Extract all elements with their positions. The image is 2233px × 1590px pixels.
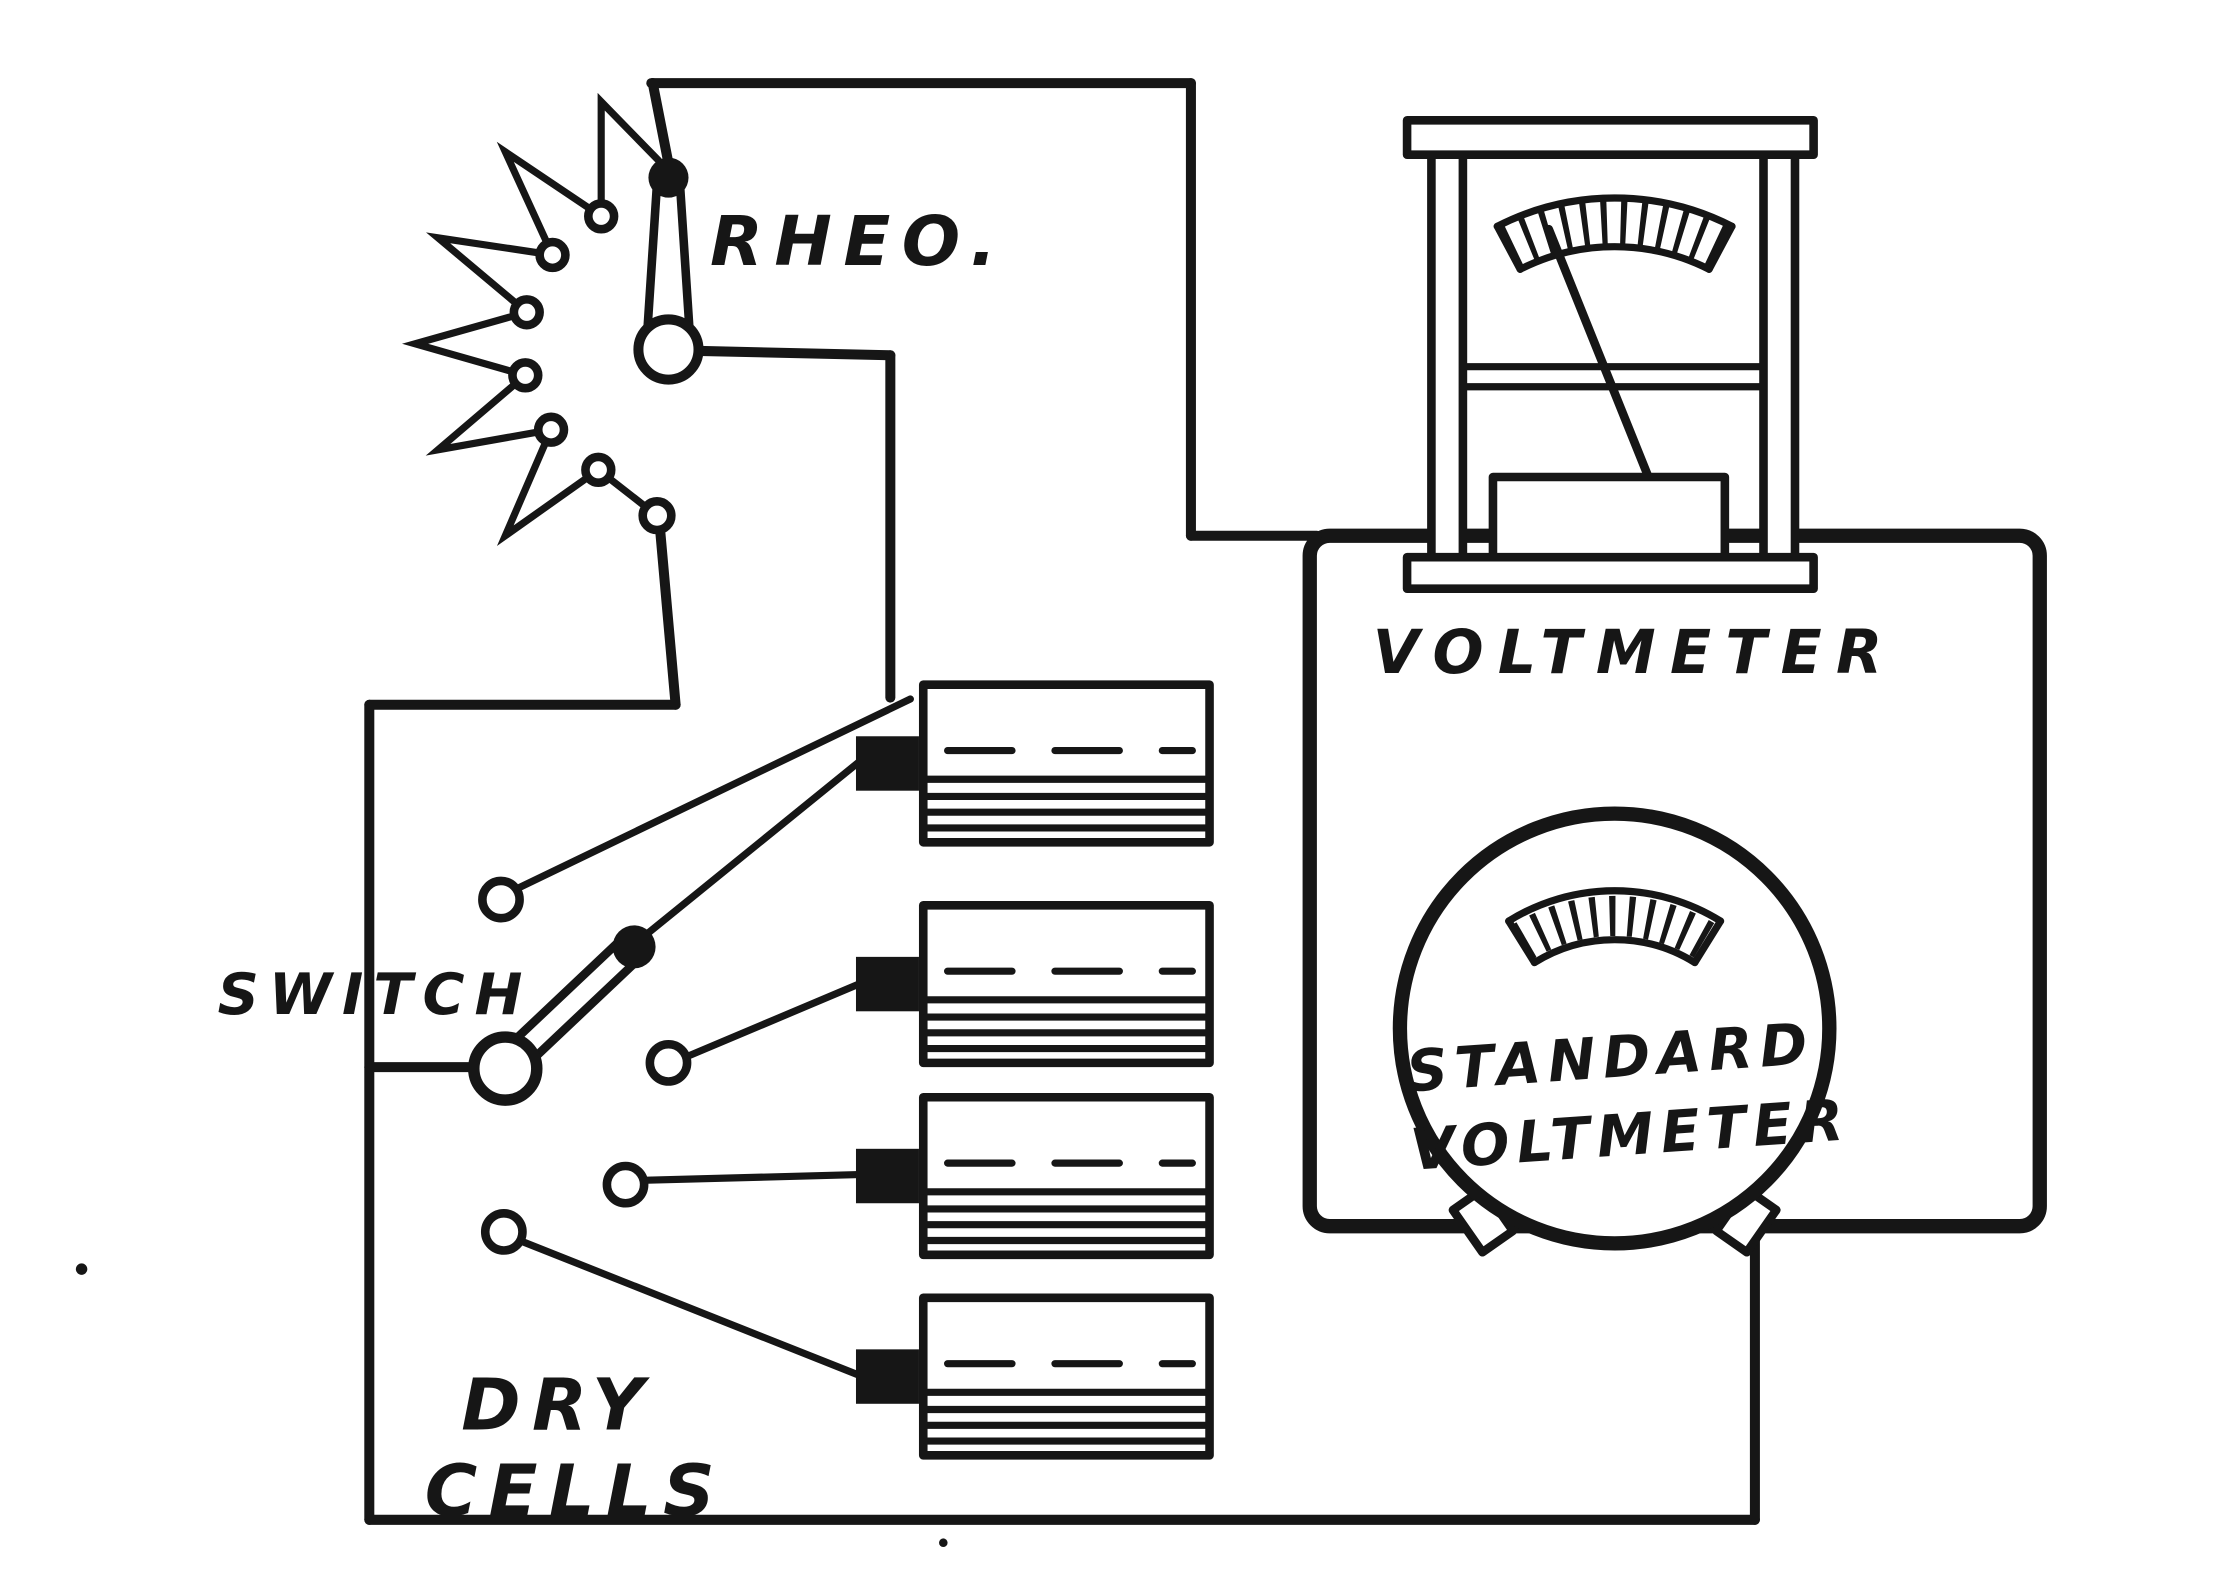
tap-wire [516, 1236, 863, 1379]
voltmeter-under-test [1402, 116, 1818, 594]
voltmeter-scale-ends [1493, 222, 1736, 273]
standard-voltmeter-scale-ticks [1511, 895, 1719, 960]
dry-cell-body [918, 901, 1214, 1068]
dry-cell-body [918, 1293, 1214, 1460]
rheostat [402, 92, 704, 547]
rheostat-contact[interactable] [535, 237, 570, 273]
tap-wire [514, 695, 914, 892]
switch-contact[interactable] [602, 1161, 649, 1208]
standard-voltmeter-scale-ends [1505, 917, 1725, 967]
cell-terminal [855, 956, 919, 1012]
rheostat-contact[interactable] [533, 412, 569, 447]
standard-voltmeter-scale-inner-arc [1530, 936, 1699, 967]
tap-wire [682, 980, 863, 1061]
standard-voltmeter: STANDARD VOLTMETER [1392, 806, 1853, 1257]
dry-cell-body [918, 680, 1214, 847]
switch-pivot-knob[interactable] [468, 1031, 543, 1106]
rheostat-resistance-zigzag [402, 92, 663, 547]
selector-switch [468, 876, 692, 1255]
rheostat-contact[interactable] [508, 358, 543, 393]
voltmeter-needle [1544, 224, 1654, 483]
rheostat-contact[interactable] [584, 199, 619, 234]
rheostat-pivot-knob[interactable] [633, 314, 704, 385]
rheostat-wiper-tip [648, 157, 689, 198]
voltmeter-label: VOLTMETER [1373, 618, 1897, 688]
switch-contact[interactable] [478, 876, 524, 923]
switch-label: SWITCH [218, 961, 533, 1028]
ink-speck [939, 1538, 948, 1548]
rheostat-label: RHEO. [710, 202, 1008, 282]
cell-stripes [922, 1388, 1211, 1445]
voltmeter-scale-outer-arc [1493, 194, 1736, 230]
switch-tap-wires [514, 695, 914, 1379]
voltmeter-right-post [1759, 150, 1800, 563]
dry-cell-body [918, 1092, 1214, 1260]
voltmeter-scale-inner-arc [1516, 243, 1713, 273]
switch-contact[interactable] [645, 1039, 692, 1086]
voltmeter-terminal-block [1488, 472, 1730, 565]
ink-speck [75, 1263, 88, 1275]
cell-stripes [922, 1188, 1211, 1245]
wire-segment [694, 345, 896, 361]
dry-cells [855, 680, 1214, 1460]
cell-terminal [855, 1349, 919, 1404]
rheostat-contact[interactable] [509, 295, 544, 330]
standard-voltmeter-scale-outer-arc [1505, 887, 1725, 925]
switch-wiper-tip [612, 925, 656, 969]
dry-cell [855, 1092, 1214, 1260]
wire-segment [647, 78, 674, 169]
cell-terminal [855, 736, 919, 791]
rheostat-arm[interactable] [642, 179, 695, 341]
wire-segment [654, 522, 681, 710]
tap-wire [639, 1171, 863, 1184]
dry-cell [855, 901, 1214, 1068]
cell-stripes [922, 775, 1211, 832]
rheostat-contact[interactable] [581, 452, 616, 488]
tap-wire [643, 758, 863, 938]
voltmeter-top-bar [1402, 116, 1818, 159]
switch-contact[interactable] [480, 1208, 527, 1255]
cell-terminal [855, 1148, 919, 1204]
wires [364, 78, 1760, 1525]
cell-stripes [922, 996, 1211, 1053]
dry-cells-label-line1: DRY [461, 1364, 655, 1447]
dry-cells-label-line2: CELLS [425, 1449, 726, 1532]
dry-cell [855, 1293, 1214, 1460]
voltmeter-base-bar [1402, 552, 1818, 594]
rheostat-end-contact[interactable] [638, 497, 676, 535]
dry-cell [855, 680, 1214, 847]
voltmeter-left-post [1427, 150, 1468, 563]
